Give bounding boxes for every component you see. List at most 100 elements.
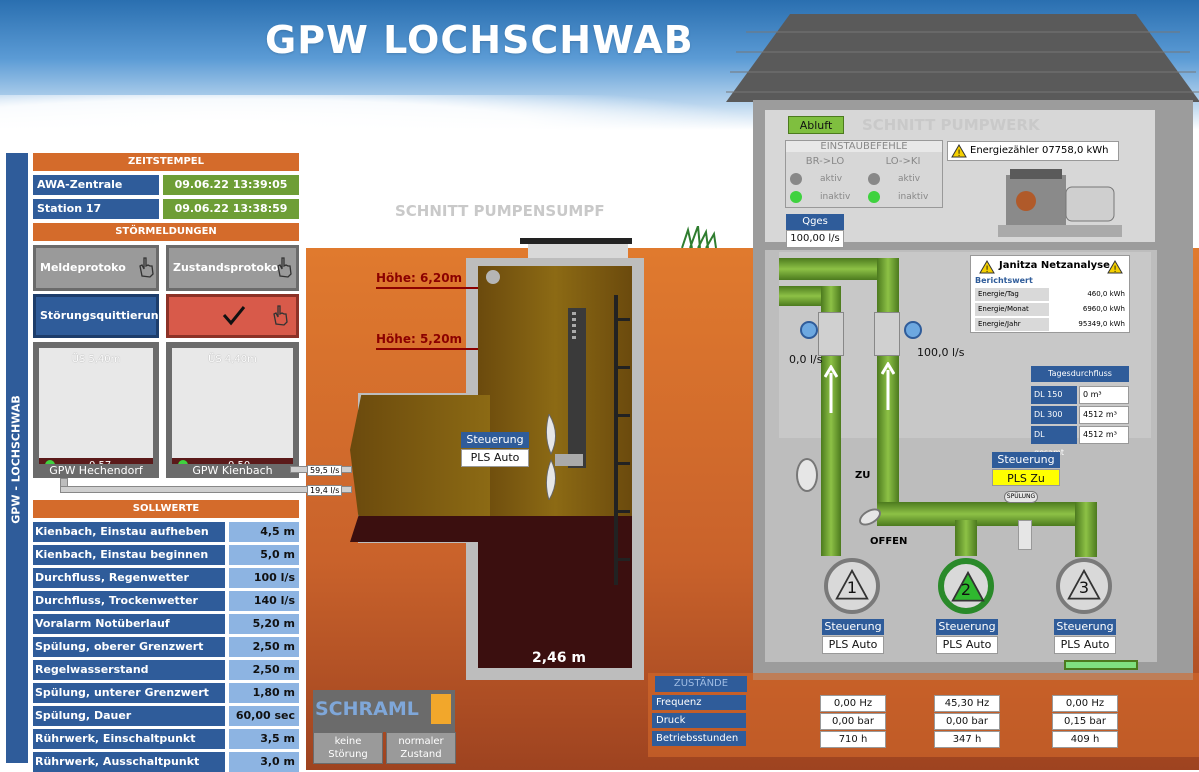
level-line <box>376 348 478 350</box>
agitator-icon[interactable] <box>535 414 585 500</box>
flow-value-1: 0,0 l/s <box>789 353 823 366</box>
abluft-indicator[interactable]: Abluft <box>788 116 844 134</box>
inflow-pipe <box>60 486 352 493</box>
pump-3[interactable]: 3 <box>1056 558 1112 614</box>
tank-hechendorf[interactable]: ÜS 5,40m 0,57 <box>33 342 159 478</box>
zustand-value: 45,30 Hz <box>934 695 1000 712</box>
level-probe <box>568 308 586 468</box>
tank-name: GPW Hechendorf <box>33 464 159 478</box>
sollwert-value[interactable]: 4,5 m <box>229 522 299 542</box>
sollwert-label: Rührwerk, Ausschaltpunkt <box>33 752 225 772</box>
station-17-label: Station 17 <box>33 199 159 219</box>
normaler-zustand-indicator[interactable]: normaler Zustand <box>386 732 456 764</box>
zustandsprotokoll-button[interactable]: Zustandsprotoko <box>166 245 299 291</box>
pump-triangle-icon <box>1067 568 1101 600</box>
valve-zu-label: ZU <box>855 470 871 481</box>
awa-zentrale-label: AWA-Zentrale <box>33 175 159 195</box>
tagesdurchfluss-label: DL 150 <box>1031 386 1077 404</box>
tank-name: GPW Kienbach <box>166 464 299 478</box>
pump-number: 3 <box>1078 578 1090 597</box>
hoehe-2-label: Höhe: 5,20m <box>376 332 463 346</box>
hand-pointer-icon <box>139 257 154 278</box>
meldeprotokoll-button[interactable]: Meldeprotoko <box>33 245 159 291</box>
zustand-value: 0,00 Hz <box>1052 695 1118 712</box>
sollwerte-header: SOLLWERTE <box>33 500 299 518</box>
sollwert-value[interactable]: 5,0 m <box>229 545 299 565</box>
sollwert-value[interactable]: 2,50 m <box>229 637 299 657</box>
spuelung-label[interactable]: SPÜLUNG <box>1004 491 1038 503</box>
pump-number: 1 <box>846 578 858 597</box>
sumpf-steuerung-value[interactable]: PLS Auto <box>461 449 529 467</box>
zustand-label: Betriebsstunden <box>652 731 746 746</box>
pump-2[interactable]: 2 <box>938 558 994 614</box>
sollwert-value[interactable]: 1,80 m <box>229 683 299 703</box>
sollwert-label: Voralarm Notüberlauf <box>33 614 225 634</box>
sollwert-value[interactable]: 140 l/s <box>229 591 299 611</box>
station-17-timestamp: 09.06.22 13:38:59 <box>163 199 299 219</box>
zustand-value: 0,00 bar <box>934 713 1000 730</box>
stoerungsquittierung-label[interactable]: Störungsquittierung <box>33 294 166 338</box>
station-side-tab[interactable]: GPW - LOCHSCHWAB <box>6 153 28 763</box>
sollwert-value[interactable]: 5,20 m <box>229 614 299 634</box>
sollwert-value[interactable]: 60,00 sec <box>229 706 299 726</box>
sollwert-value[interactable]: 3,5 m <box>229 729 299 749</box>
zustand-value: 0,00 Hz <box>820 695 886 712</box>
janitza-value: 95349,0 kWh <box>1078 320 1125 328</box>
sollwert-label: Spülung, unterer Grenzwert <box>33 683 225 703</box>
flowmeter-icon <box>800 321 818 339</box>
sollwert-label: Kienbach, Einstau aufheben <box>33 522 225 542</box>
keine-stoerung-indicator[interactable]: keine Störung <box>313 732 383 764</box>
page-title: GPW LOCHSCHWAB <box>265 18 694 62</box>
janitza-panel[interactable]: ! Janitza Netzanalyse ! Berichtswert Ene… <box>970 255 1130 333</box>
sollwert-value[interactable]: 3,0 m <box>229 752 299 772</box>
zeitstempel-header: ZEITSTEMPEL <box>33 153 299 171</box>
energiezaehler[interactable]: Energiezähler 07758,0 kWh <box>947 141 1119 161</box>
sollwert-label: Durchfluss, Trockenwetter <box>33 591 225 611</box>
pump-triangle-icon <box>835 568 869 600</box>
valve-zu[interactable] <box>796 458 818 492</box>
zustand-value: 347 h <box>934 731 1000 748</box>
svg-text:!: ! <box>985 265 989 274</box>
warning-icon: ! <box>1107 260 1123 274</box>
sollwert-label: Regelwasserstand <box>33 660 225 680</box>
pump-steuerung-label: Steuerung <box>822 619 884 635</box>
flowmeter <box>874 312 900 356</box>
pump-steuerung-label: Steuerung <box>936 619 998 635</box>
pump-1[interactable]: 1 <box>824 558 880 614</box>
svg-text:!: ! <box>1113 265 1117 274</box>
pump-steuerung-value[interactable]: PLS Auto <box>936 636 998 654</box>
warning-icon: ! <box>979 260 995 274</box>
sumpf-title: SCHNITT PUMPENSUMPF <box>395 202 605 220</box>
valve-steuerung-value[interactable]: PLS Zu <box>992 469 1060 486</box>
status-led-icon <box>790 191 802 203</box>
pumpwerk-title: SCHNITT PUMPWERK <box>862 116 1040 134</box>
pump-number: 2 <box>960 580 972 599</box>
einstaubefehle-panel: EINSTAUBEFEHLE BR->LO LO->KI aktiv inakt… <box>785 140 943 208</box>
pump-steuerung-value[interactable]: PLS Auto <box>822 636 884 654</box>
zustaende-header: ZUSTÄNDE <box>655 676 747 692</box>
janitza-value: 460,0 kWh <box>1087 290 1125 298</box>
status-led-icon <box>868 173 880 185</box>
tank-overflow-label: ÜS 5,40m <box>71 354 121 365</box>
janitza-label: Energie/Jahr <box>975 318 1049 331</box>
pump-steuerung-value[interactable]: PLS Auto <box>1054 636 1116 654</box>
sumpf-steuerung-label: Steuerung <box>461 432 529 448</box>
tagesdurchfluss-value: 0 m³ <box>1079 386 1129 404</box>
sollwert-value[interactable]: 100 l/s <box>229 568 299 588</box>
tank-kienbach[interactable]: ÜS 4,40m 0,50 <box>166 342 299 478</box>
sollwert-value[interactable]: 2,50 m <box>229 660 299 680</box>
hand-pointer-icon <box>277 257 292 278</box>
zustand-value: 710 h <box>820 731 886 748</box>
valve-steuerung-label: Steuerung <box>992 452 1060 468</box>
